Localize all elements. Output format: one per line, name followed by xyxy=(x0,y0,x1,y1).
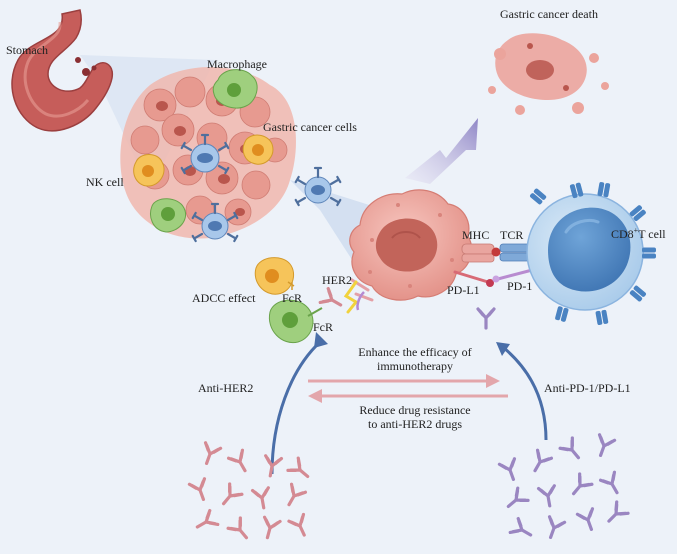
nk-cell-yellow xyxy=(133,154,165,187)
nk-cell-green xyxy=(150,198,186,233)
label-macrophage: Macrophage xyxy=(207,57,267,71)
label-anti-pd1-pdl1: Anti-PD-1/PD-L1 xyxy=(544,381,631,395)
dendritic-cell-3 xyxy=(191,202,239,243)
label-reduce: Reduce drug resistance to anti-HER2 drug… xyxy=(330,403,500,432)
label-reduce-line1: Reduce drug resistance xyxy=(359,403,471,417)
dendritic-cell-1 xyxy=(180,133,230,175)
adcc-green-cell xyxy=(268,299,323,344)
label-nk-cell: NK cell xyxy=(86,175,124,189)
label-cd8-sup: + xyxy=(633,226,639,235)
mhc-tcr-complex xyxy=(461,243,533,263)
label-adcc-effect: ADCC effect xyxy=(192,291,256,305)
label-enhance-line1: Enhance the efficacy of xyxy=(358,345,472,359)
label-cd8-prefix: CD8 xyxy=(611,227,634,241)
label-fcr-upper: FcR xyxy=(282,291,303,305)
her2-receptor xyxy=(343,278,374,314)
label-pd-l1: PD-L1 xyxy=(447,283,480,297)
adcc-nk-cell xyxy=(254,257,295,295)
label-stomach: Stomach xyxy=(6,43,48,57)
cd8-t-cell xyxy=(526,181,656,326)
label-cd8-t-cell: CD8+T cell xyxy=(611,226,666,242)
cancer-cell-main xyxy=(349,189,473,301)
label-cd8-suffix: T cell xyxy=(638,227,666,241)
nk-cell-yellow-2 xyxy=(242,134,274,165)
label-enhance: Enhance the efficacy of immunotherapy xyxy=(330,345,500,374)
death-arrow xyxy=(405,118,478,184)
dendritic-cell-2 xyxy=(294,166,342,207)
label-enhance-line2: immunotherapy xyxy=(377,358,453,373)
label-mhc: MHC xyxy=(462,228,490,242)
label-tcr: TCR xyxy=(500,228,524,242)
label-pd-1: PD-1 xyxy=(507,279,533,293)
macrophage-cell xyxy=(212,69,258,109)
reduce-arrow xyxy=(308,389,508,403)
label-anti-her2: Anti-HER2 xyxy=(198,381,254,395)
enhance-arrow xyxy=(308,374,500,388)
label-her2: HER2 xyxy=(322,273,352,287)
stomach-organ xyxy=(11,9,114,132)
label-fcr-lower: FcR xyxy=(313,320,334,334)
label-gastric-cancer-cells: Gastric cancer cells xyxy=(263,120,357,134)
anti-pd-arrow xyxy=(496,342,548,441)
label-gastric-cancer-death: Gastric cancer death xyxy=(500,7,598,21)
tumor-cluster xyxy=(120,66,296,239)
label-reduce-line2: to anti-HER2 drugs xyxy=(368,416,462,431)
anti-her2-arrow xyxy=(270,332,328,475)
gastric-cancer-death-cell xyxy=(488,33,609,115)
